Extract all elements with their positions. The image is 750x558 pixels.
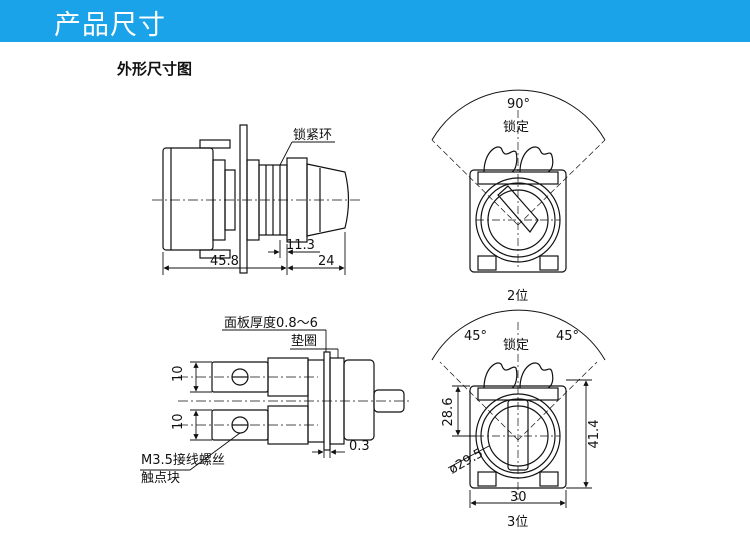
page-header: 产品尺寸 — [0, 0, 750, 42]
dim-width: 30 — [510, 490, 527, 505]
dim-mid: 11.3 — [286, 238, 315, 253]
caption-3pos: 3位 — [507, 515, 528, 530]
side-view-top — [152, 124, 360, 274]
dim-h2: 10 — [171, 413, 186, 430]
front-view-2pos — [431, 89, 606, 273]
angle-left: 45° — [464, 329, 487, 344]
callout-lock-ring: 锁紧环 — [293, 127, 332, 143]
callout-washer: 垫圈 — [291, 333, 317, 349]
lock-label-2pos: 锁定 — [503, 119, 529, 135]
angle-90: 90° — [507, 97, 530, 112]
dim-gap: 0.3 — [349, 439, 370, 454]
section-subtitle: 外形尺寸图 — [117, 60, 193, 78]
header-title: 产品尺寸 — [54, 10, 166, 41]
dim-h1: 10 — [171, 365, 186, 382]
lock-label-3pos: 锁定 — [503, 337, 529, 353]
side-view-bottom — [178, 351, 412, 451]
dim-overall: 45.8 — [210, 254, 239, 269]
callout-panel-thickness: 面板厚度0.8～6 — [224, 315, 318, 331]
caption-2pos: 2位 — [507, 289, 528, 304]
angle-right: 45° — [556, 329, 579, 344]
dim-diameter: ø29.5 — [447, 446, 486, 477]
dim-total-height: 41.4 — [587, 420, 602, 449]
dim-height: 28.6 — [441, 398, 456, 427]
callout-screw: M3.5接线螺丝 — [141, 452, 225, 468]
callout-contact-block: 触点块 — [141, 471, 180, 486]
front-view-3pos — [431, 309, 606, 500]
dim-front: 24 — [318, 254, 335, 269]
